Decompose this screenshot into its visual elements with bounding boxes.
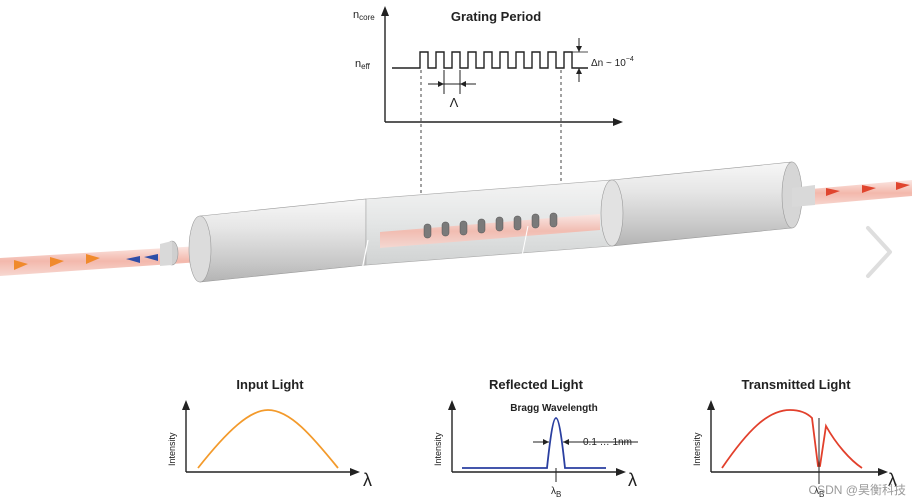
period-symbol: Λ: [450, 95, 459, 110]
reflected-light-title: Reflected Light: [489, 377, 584, 392]
left-sleeve: [199, 198, 367, 283]
fiber-right: [800, 180, 912, 206]
right-sleeve: [611, 161, 793, 247]
input-light-panel: Input Light Intensity λ: [167, 377, 372, 490]
grating-title: Grating Period: [451, 9, 541, 24]
fiber-assembly: [0, 161, 912, 283]
reflected-light-ylabel: Intensity: [433, 432, 443, 466]
input-light-title: Input Light: [236, 377, 304, 392]
input-light-arrows: [14, 254, 100, 270]
fiber-core-in-capillary: [380, 214, 600, 248]
bragg-grating-segments: [423, 212, 558, 239]
bandwidth-label: 0.1 … 1nm: [583, 437, 632, 448]
next-image-button[interactable]: [858, 222, 898, 282]
transmitted-spectrum-curve: [721, 409, 863, 469]
transmitted-light-xsymbol: λ: [888, 470, 897, 490]
delta-n-label: Δn ~ 10−4: [591, 56, 634, 69]
reflected-light-panel: Reflected Light Bragg Wavelength Intensi…: [433, 377, 638, 499]
bragg-wavelength-label: Bragg Wavelength: [510, 403, 597, 414]
chevron-right-icon: [866, 226, 892, 278]
input-light-xsymbol: λ: [363, 470, 372, 490]
csdn-watermark: CSDN @昊衡科技: [808, 483, 906, 497]
transmitted-light-title: Transmitted Light: [741, 377, 851, 392]
transmitted-light-ylabel: Intensity: [692, 432, 702, 466]
input-light-ylabel: Intensity: [167, 432, 177, 466]
grating-period-graph: Grating Period ncore neff Λ Δn ~ 10−4: [353, 6, 634, 220]
n-core-label: ncore: [353, 9, 375, 22]
reflected-light-xsymbol: λ: [628, 470, 637, 490]
reflected-lambda-b-label: λB: [551, 486, 561, 499]
grating-x-arrow: [613, 118, 623, 126]
transmitted-light-arrows: [826, 182, 910, 196]
n-eff-label: neff: [355, 58, 371, 71]
index-profile-wave: [392, 51, 588, 69]
transmitted-light-panel: Transmitted Light Intensity λ λB: [692, 377, 897, 499]
transmitted-lambda-b-label: λB: [814, 486, 824, 499]
reflected-light-arrows: [126, 254, 158, 263]
reflected-spectrum-curve: [462, 417, 606, 469]
grating-y-arrow: [381, 6, 389, 16]
fiber-left: [0, 246, 200, 276]
input-spectrum-curve: [197, 409, 339, 469]
